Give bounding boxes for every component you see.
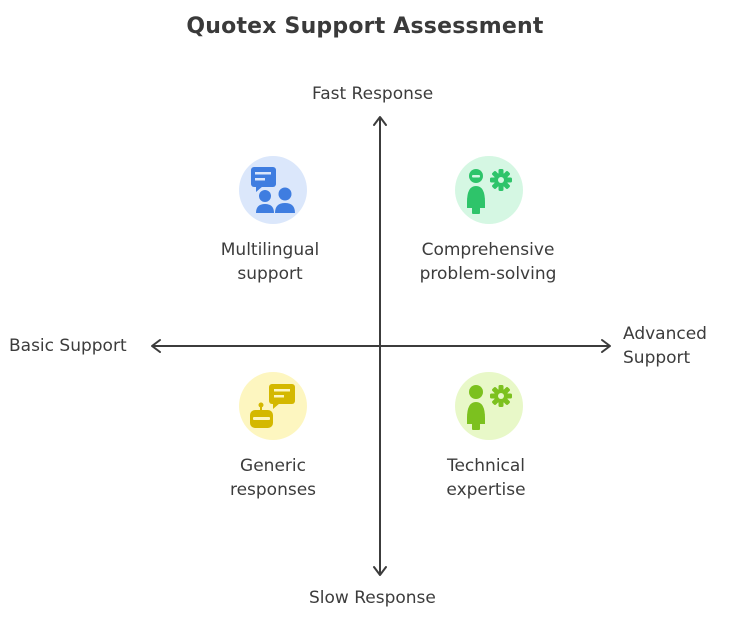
robot-chat-icon bbox=[239, 372, 307, 440]
axis-label-top: Fast Response bbox=[312, 84, 434, 104]
quadrant-top-right-line2: problem-solving bbox=[419, 264, 557, 284]
multilingual-chat-users-icon bbox=[239, 156, 307, 224]
quadrant-label-top-left: Multilingual support bbox=[160, 238, 380, 286]
axis-label-right-line2: Support bbox=[623, 348, 691, 368]
diagram-title: Quotex Support Assessment bbox=[186, 14, 544, 39]
person-gear-icon bbox=[455, 156, 523, 224]
axis-label-right-line1: Advanced bbox=[623, 324, 707, 344]
person-gear-icon bbox=[455, 372, 523, 440]
quadrant-top-left-line2: support bbox=[237, 264, 303, 284]
axis-label-bottom: Slow Response bbox=[309, 588, 436, 608]
quadrant-bottom-right-line2: expertise bbox=[446, 480, 526, 500]
quadrant-top-left-line1: Multilingual bbox=[220, 240, 320, 260]
axis-label-right: Advanced Support bbox=[623, 322, 707, 370]
axis-label-left: Basic Support bbox=[9, 336, 127, 356]
quadrant-bottom-left-line1: Generic bbox=[240, 456, 306, 476]
quadrant-bottom-right-line1: Technical bbox=[446, 456, 526, 476]
quadrant-bottom-left-line2: responses bbox=[229, 480, 317, 500]
quadrant-label-bottom-right: Technical expertise bbox=[376, 454, 596, 502]
quadrant-top-right-line1: Comprehensive bbox=[421, 240, 555, 260]
quadrant-label-bottom-left: Generic responses bbox=[163, 454, 383, 502]
quadrant-label-top-right: Comprehensive problem-solving bbox=[378, 238, 598, 286]
